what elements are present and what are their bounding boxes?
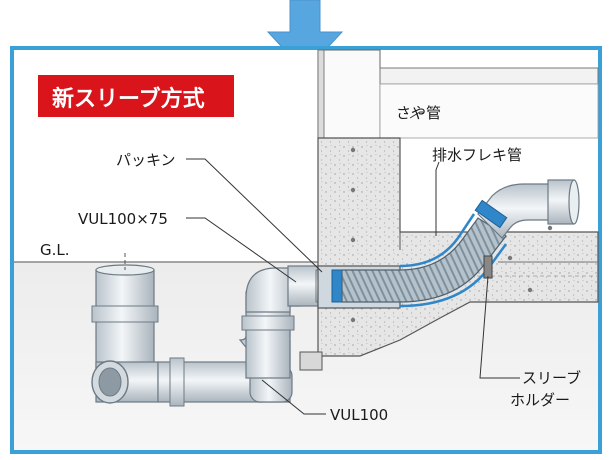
label-sleeve-holder-2: ホルダー (510, 391, 570, 409)
label-vul100x75: VUL100×75 (78, 210, 168, 228)
vul100x75-reducer (287, 265, 319, 307)
title-text: 新スリーブ方式 (52, 86, 205, 112)
title-badge (38, 75, 234, 117)
packing-seal (331, 269, 343, 303)
label-vul100: VUL100 (330, 406, 388, 424)
label-flexible-drain: 排水フレキ管 (432, 146, 522, 164)
sleeve-holder (483, 255, 493, 279)
label-gl: G.L. (40, 241, 70, 259)
label-packing: パッキン (116, 151, 176, 169)
footing (299, 351, 323, 371)
label-sleeve-holder-1: スリーブ (522, 369, 581, 387)
label-sheath-pipe: さや管 (396, 104, 441, 122)
building-siding (379, 67, 599, 85)
building-wall-upper (317, 49, 381, 139)
leader-lines (186, 111, 520, 415)
